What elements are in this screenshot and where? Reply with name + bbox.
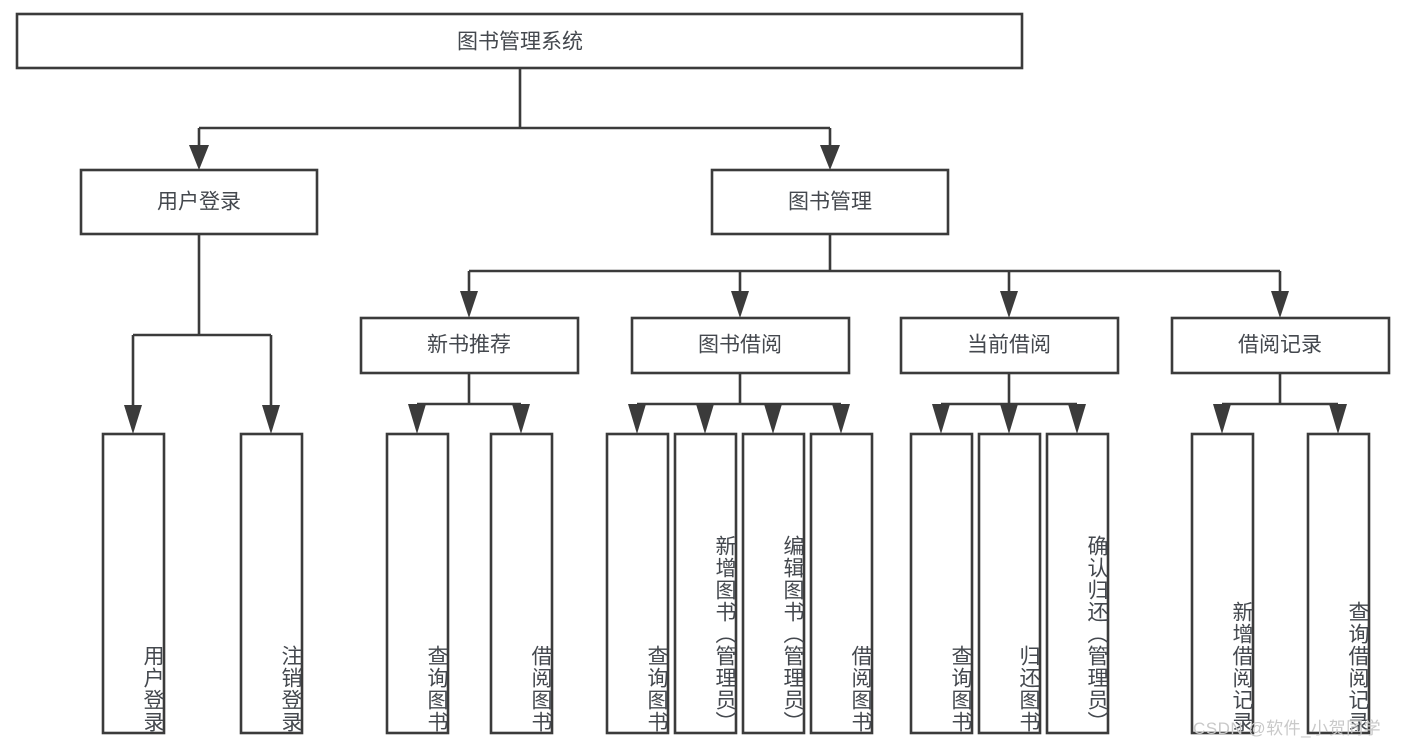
node-user-login-label: 用户登录 [157, 191, 241, 214]
connector-layer [124, 68, 1347, 434]
leaf-cb-confirm-return[interactable] [1045, 432, 1110, 735]
arrowhead-bb-edit [764, 404, 782, 434]
leaf-rec-add-record[interactable] [1190, 432, 1255, 735]
node-layer: 图书管理系统 用户登录 图书管理 新书推荐 图书借阅 当前借阅 借阅记录 [15, 12, 1391, 735]
node-current-borrow[interactable] [899, 316, 1120, 375]
arrowhead-current-borrow [1000, 291, 1018, 318]
node-current-borrow-label: 当前借阅 [967, 334, 1051, 357]
leaf-bb-add-book[interactable] [673, 432, 738, 735]
arrowhead-leaf-user-login [124, 405, 142, 434]
leaf-nb-borrow-book[interactable] [489, 432, 554, 735]
leaf-nb-query-book[interactable] [385, 432, 450, 735]
node-borrow-records[interactable] [1170, 316, 1391, 375]
arrowhead-new-book [460, 291, 478, 318]
arrowhead-leaf-logout [262, 405, 280, 434]
arrowhead-cb-confirm [1068, 404, 1086, 434]
node-root-label: 图书管理系统 [457, 31, 583, 54]
node-book-management[interactable] [710, 168, 950, 236]
arrowhead-bb-borrow [832, 404, 850, 434]
node-book-borrow[interactable] [630, 316, 851, 375]
leaf-user-login[interactable] [101, 432, 166, 735]
arrowhead-rec-query [1329, 404, 1347, 434]
arrowhead-user-login [189, 145, 209, 170]
arrowhead-borrow-records [1271, 291, 1289, 318]
node-book-management-label: 图书管理 [788, 191, 872, 214]
node-user-login[interactable] [79, 168, 319, 236]
leaf-bb-edit-book[interactable] [741, 432, 806, 735]
csdn-watermark: CSDN @软件_小贺同学 [1193, 719, 1382, 738]
node-borrow-records-label: 借阅记录 [1238, 334, 1322, 357]
leaf-rec-query-record[interactable] [1306, 432, 1371, 735]
arrowhead-cb-return [1000, 404, 1018, 434]
arrowhead-book-mgmt [820, 145, 840, 170]
arrowhead-newbook-query [408, 404, 426, 434]
leaf-cb-query-book[interactable] [909, 432, 974, 735]
leaf-bb-query-book[interactable] [605, 432, 670, 735]
node-book-borrow-label: 图书借阅 [698, 334, 782, 357]
leaf-cb-return-book[interactable] [977, 432, 1042, 735]
arrowhead-rec-add [1213, 404, 1231, 434]
arrowhead-book-borrow [731, 291, 749, 318]
arrowhead-bb-query [628, 404, 646, 434]
node-new-book-recommend[interactable] [359, 316, 580, 375]
node-new-book-recommend-label: 新书推荐 [427, 334, 511, 357]
node-root[interactable] [15, 12, 1024, 70]
arrowhead-bb-add [696, 404, 714, 434]
leaf-logout[interactable] [239, 432, 304, 735]
arrowhead-cb-query [932, 404, 950, 434]
leaf-bb-borrow-book[interactable] [809, 432, 874, 735]
arrowhead-newbook-borrow [512, 404, 530, 434]
